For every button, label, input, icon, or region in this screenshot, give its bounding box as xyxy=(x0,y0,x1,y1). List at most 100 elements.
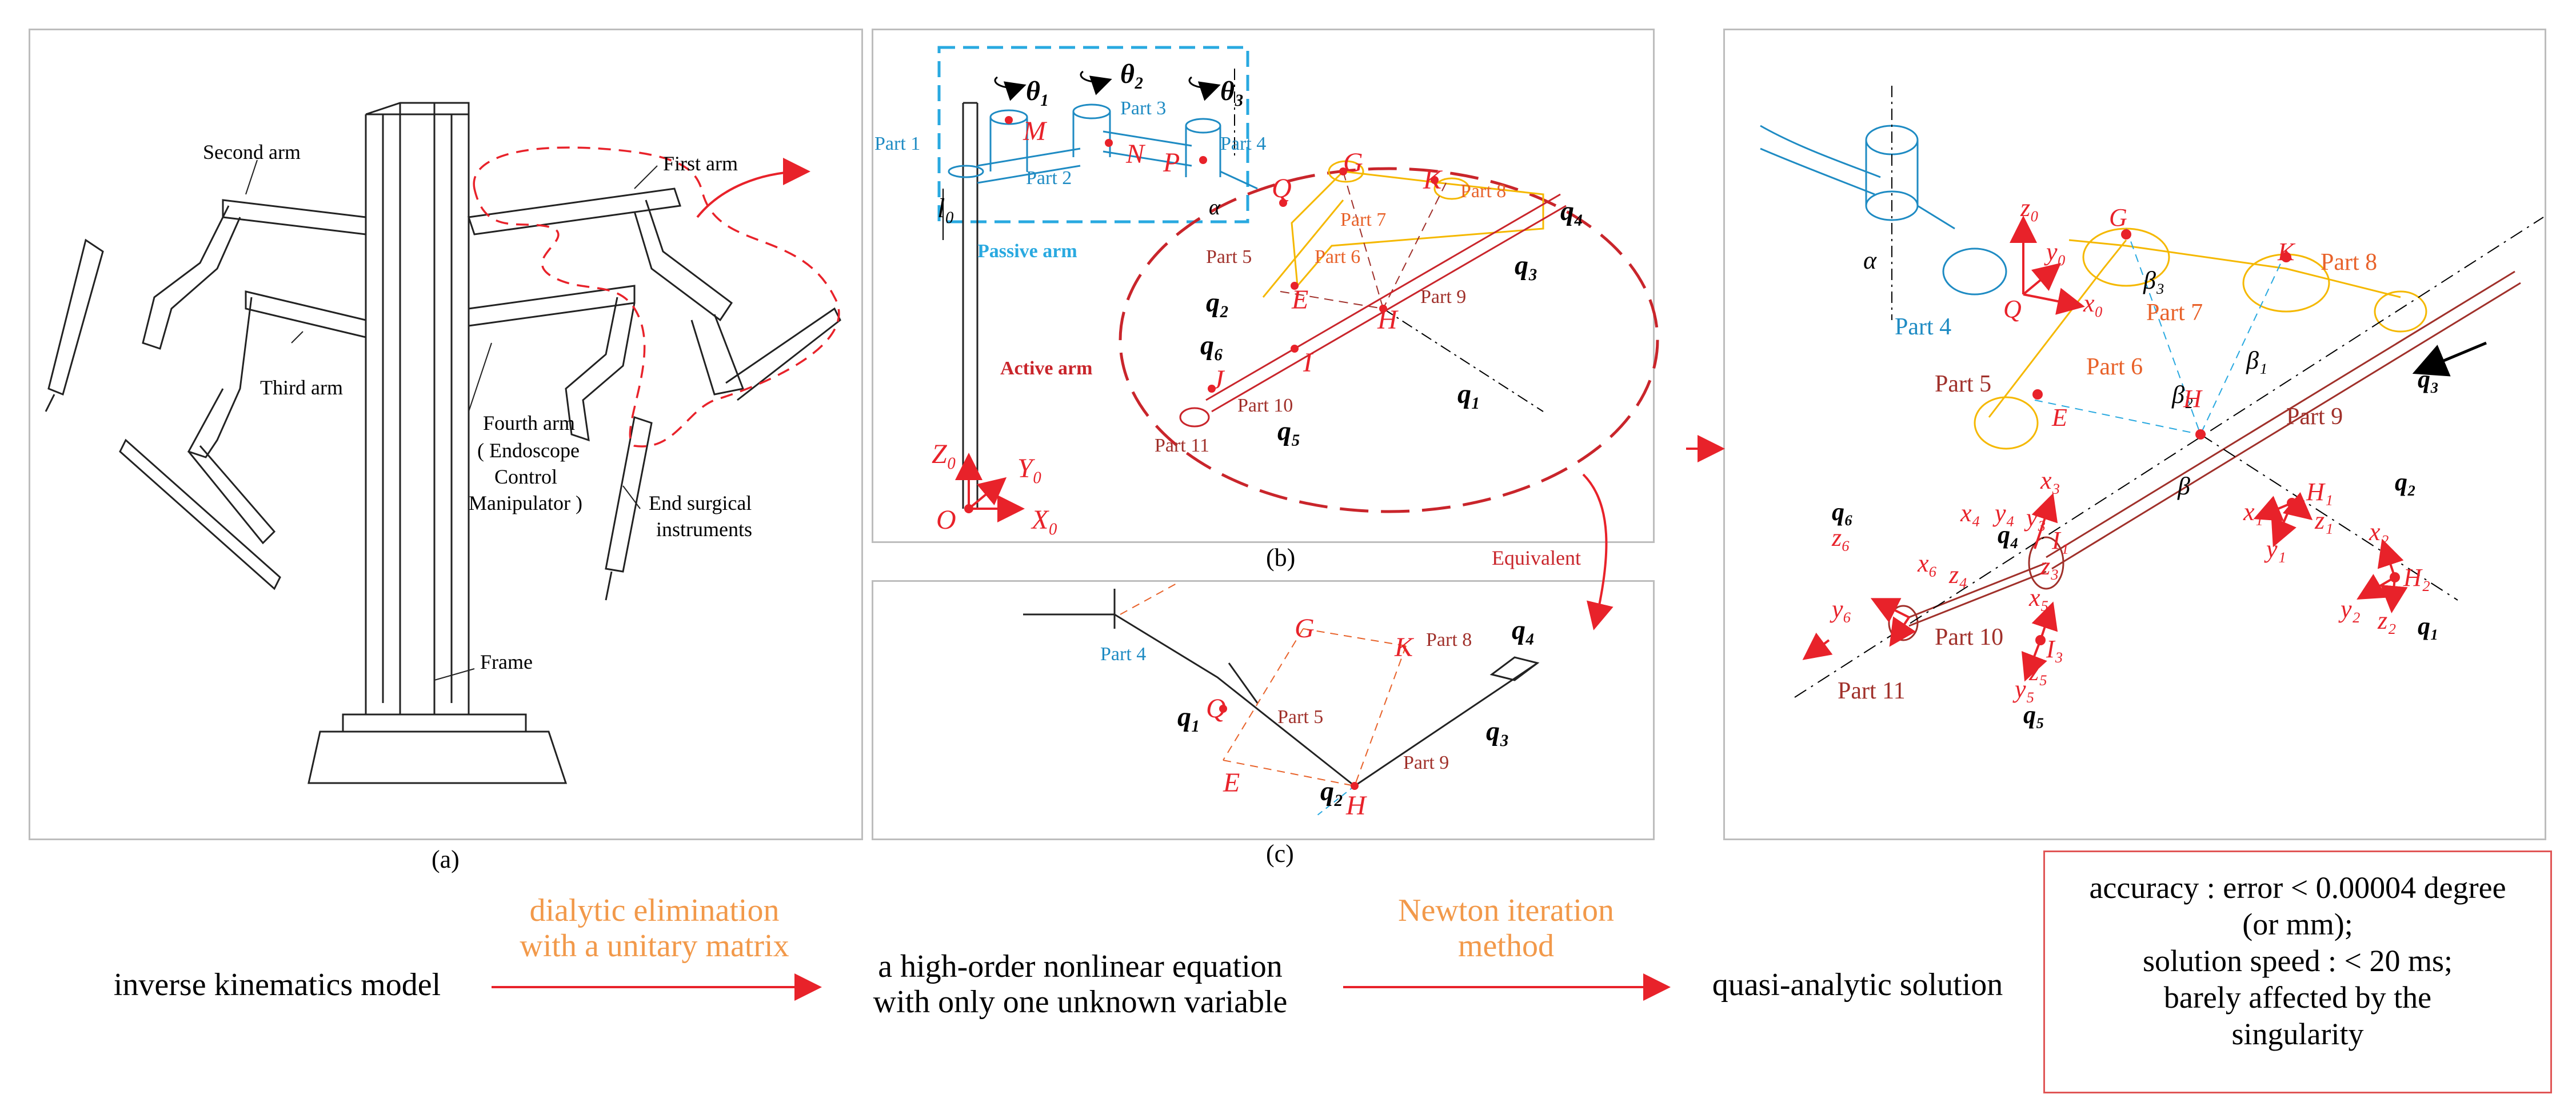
label-d-x5: x₅ xyxy=(2028,584,2049,612)
label-first-arm: First arm xyxy=(663,152,738,175)
label-b-q3: q₃ xyxy=(1515,250,1538,281)
label-fourth-arm-l2: ( Endoscope xyxy=(477,439,580,462)
result-box: accuracy : error < 0.00004 degree (or mm… xyxy=(2043,851,2552,1093)
flow-step-nonlinear-eq: a high-order nonlinear equation with onl… xyxy=(823,949,1337,1020)
label-d-y6: y₆ xyxy=(1830,595,1852,623)
label-b-alpha: α xyxy=(1209,195,1221,219)
label-Y0: Y₀ xyxy=(1017,453,1042,484)
label-d-x0: x₀ xyxy=(2083,289,2103,317)
flow-step2-l2: with only one unknown variable xyxy=(873,984,1288,1020)
label-d-q2: q₂ xyxy=(2395,468,2416,496)
label-b-P: P xyxy=(1163,147,1180,178)
label-b-q4: q₄ xyxy=(1560,196,1584,226)
label-d-q4: q₄ xyxy=(1998,521,2019,549)
label-c-E: E xyxy=(1223,768,1240,798)
flow-step-ik-model: inverse kinematics model xyxy=(113,967,441,1003)
label-b-part8: Part 8 xyxy=(1460,181,1506,202)
label-b-E: E xyxy=(1291,285,1308,315)
equivalent-mechanism-drawing xyxy=(1023,582,1540,818)
label-c-part8: Part 8 xyxy=(1426,629,1472,650)
label-d-x1: x₁ xyxy=(2243,498,2263,526)
label-d-beta2: β₂ xyxy=(2171,381,2193,409)
label-theta3: θ₃ xyxy=(1220,76,1244,106)
label-theta2: θ₂ xyxy=(1120,59,1144,89)
label-d-z5: z₅ xyxy=(2028,658,2047,686)
label-third-arm: Third arm xyxy=(260,376,343,399)
caption-b: (b) xyxy=(1266,544,1296,572)
label-c-q1: q₁ xyxy=(1177,702,1201,732)
flow-arrow2-label: Newton iteration method xyxy=(1349,893,1663,964)
label-d-z3: z₃ xyxy=(2040,552,2059,580)
label-d-I3: I₃ xyxy=(2046,635,2063,663)
label-b-part1: Part 1 xyxy=(874,133,920,154)
label-b-part7: Part 7 xyxy=(1340,209,1386,230)
label-d-x3: x₃ xyxy=(2040,466,2060,494)
label-d-y0: y₀ xyxy=(2044,238,2066,266)
label-b-part11: Part 11 xyxy=(1155,435,1209,456)
label-c-H: H xyxy=(1345,790,1367,821)
label-d-H2: H₂ xyxy=(2403,564,2430,592)
caption-a: (a) xyxy=(432,845,460,873)
label-d-z2: z₂ xyxy=(2377,606,2396,634)
equivalent-arrow xyxy=(1582,473,1614,630)
label-b-G: G xyxy=(1343,147,1363,178)
label-d-H1: H₁ xyxy=(2306,478,2333,506)
panel-d xyxy=(1723,29,2546,840)
label-second-arm: Second arm xyxy=(203,141,301,163)
label-d-q6: q₆ xyxy=(1832,498,1853,526)
label-d-q3: q₃ xyxy=(2418,365,2439,393)
label-d-beta3: β₃ xyxy=(2143,266,2164,294)
label-b-H: H xyxy=(1377,305,1399,335)
label-b-part10: Part 10 xyxy=(1237,395,1293,416)
label-d-part6: Part 6 xyxy=(2086,354,2143,380)
label-b-part6: Part 6 xyxy=(1315,246,1360,267)
label-d-x4: x₄ xyxy=(1960,499,1980,527)
result-l1: accuracy : error < 0.00004 degree xyxy=(2089,871,2506,905)
coordinate-frames-drawing xyxy=(1760,86,2544,698)
label-d-z1: z₁ xyxy=(2314,506,2333,534)
result-l3: solution speed : < 20 ms; xyxy=(2143,944,2453,978)
flow-step-quasi-analytic: quasi-analytic solution xyxy=(1712,967,2003,1003)
label-d-z0: z₀ xyxy=(2020,194,2039,222)
label-b-part2: Part 2 xyxy=(1026,167,1072,189)
robot-frame-drawing xyxy=(45,102,841,784)
label-l0: l₀ xyxy=(937,193,954,223)
label-Z0: Z₀ xyxy=(932,439,956,469)
label-d-beta: β xyxy=(2177,472,2190,500)
label-d-y1: y₁ xyxy=(2264,535,2286,563)
label-d-part8: Part 8 xyxy=(2321,249,2377,275)
label-b-part5: Part 5 xyxy=(1206,246,1252,267)
label-d-part5: Part 5 xyxy=(1935,371,1991,397)
label-b-q1: q₁ xyxy=(1457,379,1481,409)
label-c-q3: q₃ xyxy=(1486,716,1509,746)
label-equivalent: Equivalent xyxy=(1492,546,1581,569)
label-d-part9: Part 9 xyxy=(2286,404,2343,430)
label-c-part5: Part 5 xyxy=(1277,706,1323,728)
flow-arrow2-label-l2: method xyxy=(1458,928,1554,964)
label-b-part3: Part 3 xyxy=(1120,98,1166,119)
panel-b xyxy=(872,29,1655,543)
flow-step2-l1: a high-order nonlinear equation xyxy=(878,949,1283,984)
label-b-J: J xyxy=(1212,365,1225,395)
label-b-q2: q₂ xyxy=(1206,288,1229,318)
panel-a xyxy=(29,29,863,840)
result-l5: singularity xyxy=(2231,1017,2364,1051)
label-b-Q: Q xyxy=(1272,173,1292,203)
label-b-I: I xyxy=(1303,348,1313,378)
label-X0: X₀ xyxy=(1031,505,1058,535)
label-O: O xyxy=(936,505,956,535)
label-c-Q: Q xyxy=(1206,693,1226,724)
label-d-z4: z₄ xyxy=(1948,561,1967,589)
label-c-part4: Part 4 xyxy=(1100,644,1146,665)
result-l4: barely affected by the xyxy=(2163,980,2432,1015)
label-d-x2: x₂ xyxy=(2369,518,2389,546)
label-b-K: K xyxy=(1423,165,1443,195)
result-l2: (or mm); xyxy=(2242,907,2353,941)
label-d-y4: y₄ xyxy=(1992,499,2015,527)
label-d-beta1: β₁ xyxy=(2246,346,2267,374)
label-c-q4: q₄ xyxy=(1512,615,1535,645)
label-b-N: N xyxy=(1125,139,1146,169)
label-d-E: E xyxy=(2051,404,2067,432)
label-c-q2: q₂ xyxy=(1320,776,1344,806)
